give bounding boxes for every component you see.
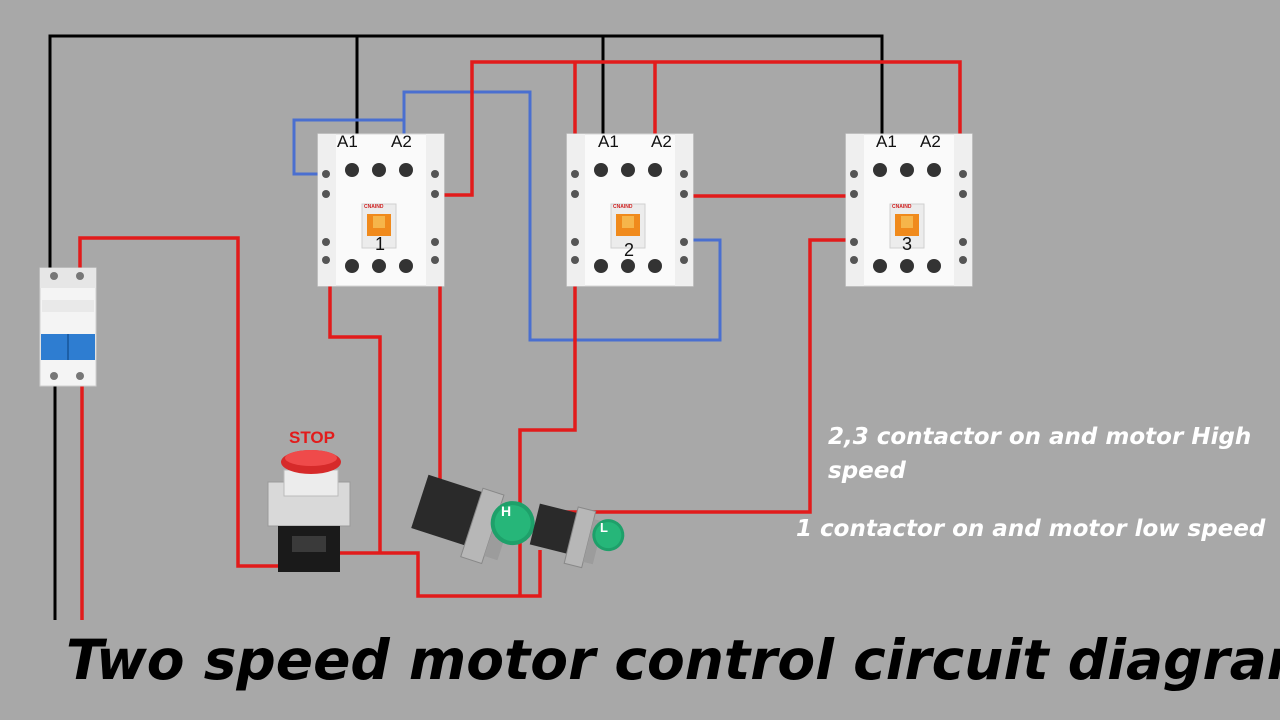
mcb-terminal-top-right	[76, 272, 84, 280]
blue-wire-contactor1-aux	[292, 118, 406, 176]
high-speed-button	[411, 474, 535, 565]
low-speed-button	[529, 503, 625, 569]
stop-button-label: STOP	[289, 428, 335, 447]
mcb-terminal-bottom-left	[50, 372, 58, 380]
contactor-2	[566, 133, 694, 287]
note-low-speed: 1 contactor on and motor low speed	[796, 516, 1266, 542]
mcb-breaker	[39, 267, 97, 387]
contactor-2-brand: CNAIND	[613, 204, 633, 210]
contactor-3	[845, 133, 973, 287]
low-speed-button-label: L	[600, 520, 608, 535]
mcb-terminal-top-left	[50, 272, 58, 280]
contactor-1	[317, 133, 445, 287]
red-wire-c1-aux-down	[328, 260, 382, 553]
contactor-3-a1-label: A1	[876, 132, 897, 151]
contactor-2-a2-label: A2	[651, 132, 672, 151]
diagram-title: Two speed motor control circuit diagram	[66, 628, 1280, 692]
red-wire-l-to-c3	[540, 238, 855, 514]
high-speed-button-label: H	[501, 503, 511, 519]
blue-wire-interlock	[402, 90, 722, 342]
contactor-3-a2-label: A2	[920, 132, 941, 151]
contactor-1-a2-label: A2	[391, 132, 412, 151]
contactor-1-a1-label: A1	[337, 132, 358, 151]
contactor-3-brand: CNAIND	[892, 204, 912, 210]
blue-wires	[292, 90, 722, 342]
contactor-1-number: 1	[375, 234, 385, 254]
red-wire-stop-out	[338, 550, 542, 598]
contactor-2-a1-label: A1	[598, 132, 619, 151]
contactor-2-number: 2	[624, 240, 634, 260]
red-wire-mcb-to-stop	[78, 236, 280, 568]
note-high-speed: 2,3 contactor on and motor High speed	[828, 424, 1252, 484]
stop-button	[267, 450, 351, 572]
mcb-terminal-bottom-right	[76, 372, 84, 380]
contactor-3-number: 3	[902, 234, 912, 254]
contactor-1-brand: CNAIND	[364, 204, 384, 210]
